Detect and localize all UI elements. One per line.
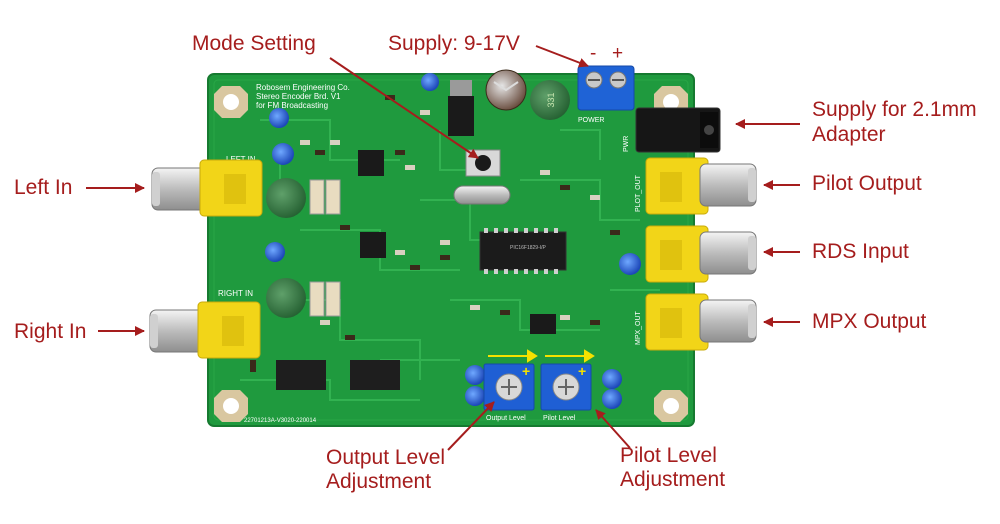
svg-text:+: +: [522, 363, 530, 379]
output-level-silk: Output Level: [486, 415, 526, 422]
label-supply-minus: -: [590, 43, 597, 64]
large-capacitor: [485, 69, 527, 111]
label-pilot-level-line2: Adjustment: [620, 468, 726, 491]
arrow-output-level: [447, 401, 495, 451]
arrow-pilot-level: [595, 409, 631, 449]
rca-pilot-output[interactable]: [645, 157, 757, 215]
label-rds-input: RDS Input: [812, 240, 909, 263]
label-left-in: Left In: [14, 176, 73, 199]
power-inductor: 331: [530, 80, 570, 120]
voltage-regulator: [448, 80, 474, 136]
arrow-supply: [535, 45, 589, 68]
ic-marking: PIC16F1829-I/P: [510, 245, 547, 251]
label-right-in: Right In: [14, 320, 87, 343]
supply-screw-terminal[interactable]: [577, 65, 635, 111]
label-mpx-output: MPX Output: [812, 310, 927, 333]
svg-text:+: +: [578, 363, 586, 379]
mode-setting-button[interactable]: [465, 149, 501, 177]
rca-mpx-output[interactable]: [645, 293, 757, 351]
label-supply-adapter-line2: Adapter: [812, 123, 886, 146]
mounting-holes: [214, 86, 688, 422]
trimmer-yellow-arrows: + +: [488, 349, 595, 379]
label-pilot-level-line1: Pilot Level: [620, 444, 717, 467]
trimmer-pilot-level[interactable]: [540, 363, 592, 411]
pilot-level-silk: Pilot Level: [543, 415, 576, 422]
dc-barrel-jack[interactable]: [635, 107, 721, 153]
company-line-1: Robosem Engineering Co.: [256, 83, 350, 92]
label-output-level-line2: Adjustment: [326, 470, 432, 493]
mounting-hole-bottom-left: [214, 390, 248, 422]
audio-inductors: [266, 178, 341, 318]
label-supply-adapter-line1: Supply for 2.1mm: [812, 98, 977, 121]
serial-silk: 22701213A-V3020-220014: [244, 418, 317, 424]
label-supply-plus: +: [612, 43, 624, 64]
trimmer-output-level[interactable]: [483, 363, 535, 411]
power-silk: POWER: [578, 117, 604, 124]
pwr-silk: PWR: [623, 136, 630, 152]
small-capacitors: [265, 73, 641, 409]
annotation-arrows: [86, 45, 800, 451]
silkscreen: Robosem Engineering Co. Stereo Encoder B…: [218, 83, 642, 424]
rca-left-in[interactable]: [151, 159, 263, 217]
mpx-out-silk: MPX_OUT: [635, 310, 642, 345]
company-line-3: for FM Broadcasting: [256, 101, 328, 110]
mounting-hole-bottom-right: [654, 390, 688, 422]
rca-rds-input[interactable]: [645, 225, 757, 283]
inductor-marking: 331: [546, 92, 556, 107]
label-output-level-line1: Output Level: [326, 446, 446, 469]
main-dip-ic: PIC16F1829-I/P: [479, 228, 567, 274]
plot-out-silk: PLOT_OUT: [635, 174, 642, 212]
mounting-hole-top-left: [214, 86, 248, 118]
label-pilot-output: Pilot Output: [812, 172, 922, 195]
label-supply: Supply: 9-17V: [388, 32, 520, 55]
right-in-silk: RIGHT IN: [218, 289, 253, 298]
arrow-mode-setting: [329, 57, 479, 159]
rca-right-in[interactable]: [149, 301, 261, 359]
soic-ics: [276, 150, 556, 390]
smd-components: [240, 95, 620, 372]
label-mode-setting: Mode Setting: [192, 32, 316, 55]
company-line-2: Stereo Encoder Brd. V1: [256, 92, 341, 101]
crystal: [453, 185, 511, 205]
